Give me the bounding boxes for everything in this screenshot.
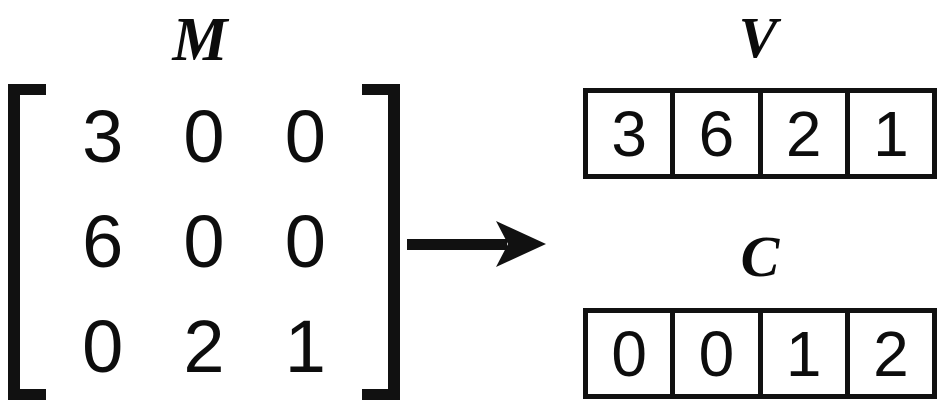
matrix-cell: 0 bbox=[284, 199, 326, 283]
array-cell: 1 bbox=[873, 97, 909, 170]
matrix-label-m: M bbox=[172, 6, 228, 74]
array-v: 3 6 2 1 bbox=[583, 88, 937, 179]
matrix-cell: 1 bbox=[284, 305, 326, 389]
matrix-cell: 6 bbox=[82, 199, 124, 283]
matrix-cell: 0 bbox=[82, 305, 124, 389]
matrix-cell: 0 bbox=[284, 94, 326, 178]
arrow-right-icon bbox=[404, 218, 550, 270]
matrix-row: 6 0 0 bbox=[52, 197, 356, 287]
matrix-cell: 0 bbox=[183, 199, 225, 283]
array-cell: 1 bbox=[763, 313, 850, 394]
array-label-c: C bbox=[740, 224, 780, 289]
matrix-cell: 3 bbox=[82, 94, 124, 178]
array-cell: 2 bbox=[873, 317, 909, 390]
matrix-bracket-left-icon bbox=[8, 84, 46, 400]
matrix-rows: 3 0 0 6 0 0 0 2 1 bbox=[52, 84, 356, 400]
array-cell: 0 bbox=[675, 313, 763, 394]
array-label-v: V bbox=[738, 5, 778, 70]
matrix-cell: 0 bbox=[183, 94, 225, 178]
matrix-bracket-right-icon bbox=[362, 84, 400, 400]
array-cell: 6 bbox=[675, 93, 763, 174]
matrix-m: 3 0 0 6 0 0 0 2 1 bbox=[8, 84, 400, 400]
array-cell: 3 bbox=[588, 93, 676, 174]
array-c: 0 0 1 2 bbox=[583, 308, 937, 399]
matrix-row: 3 0 0 bbox=[52, 92, 356, 182]
array-cell: 0 bbox=[588, 313, 676, 394]
matrix-cell: 2 bbox=[183, 305, 225, 389]
matrix-row: 0 2 1 bbox=[52, 302, 356, 392]
array-cell: 2 bbox=[763, 93, 850, 174]
